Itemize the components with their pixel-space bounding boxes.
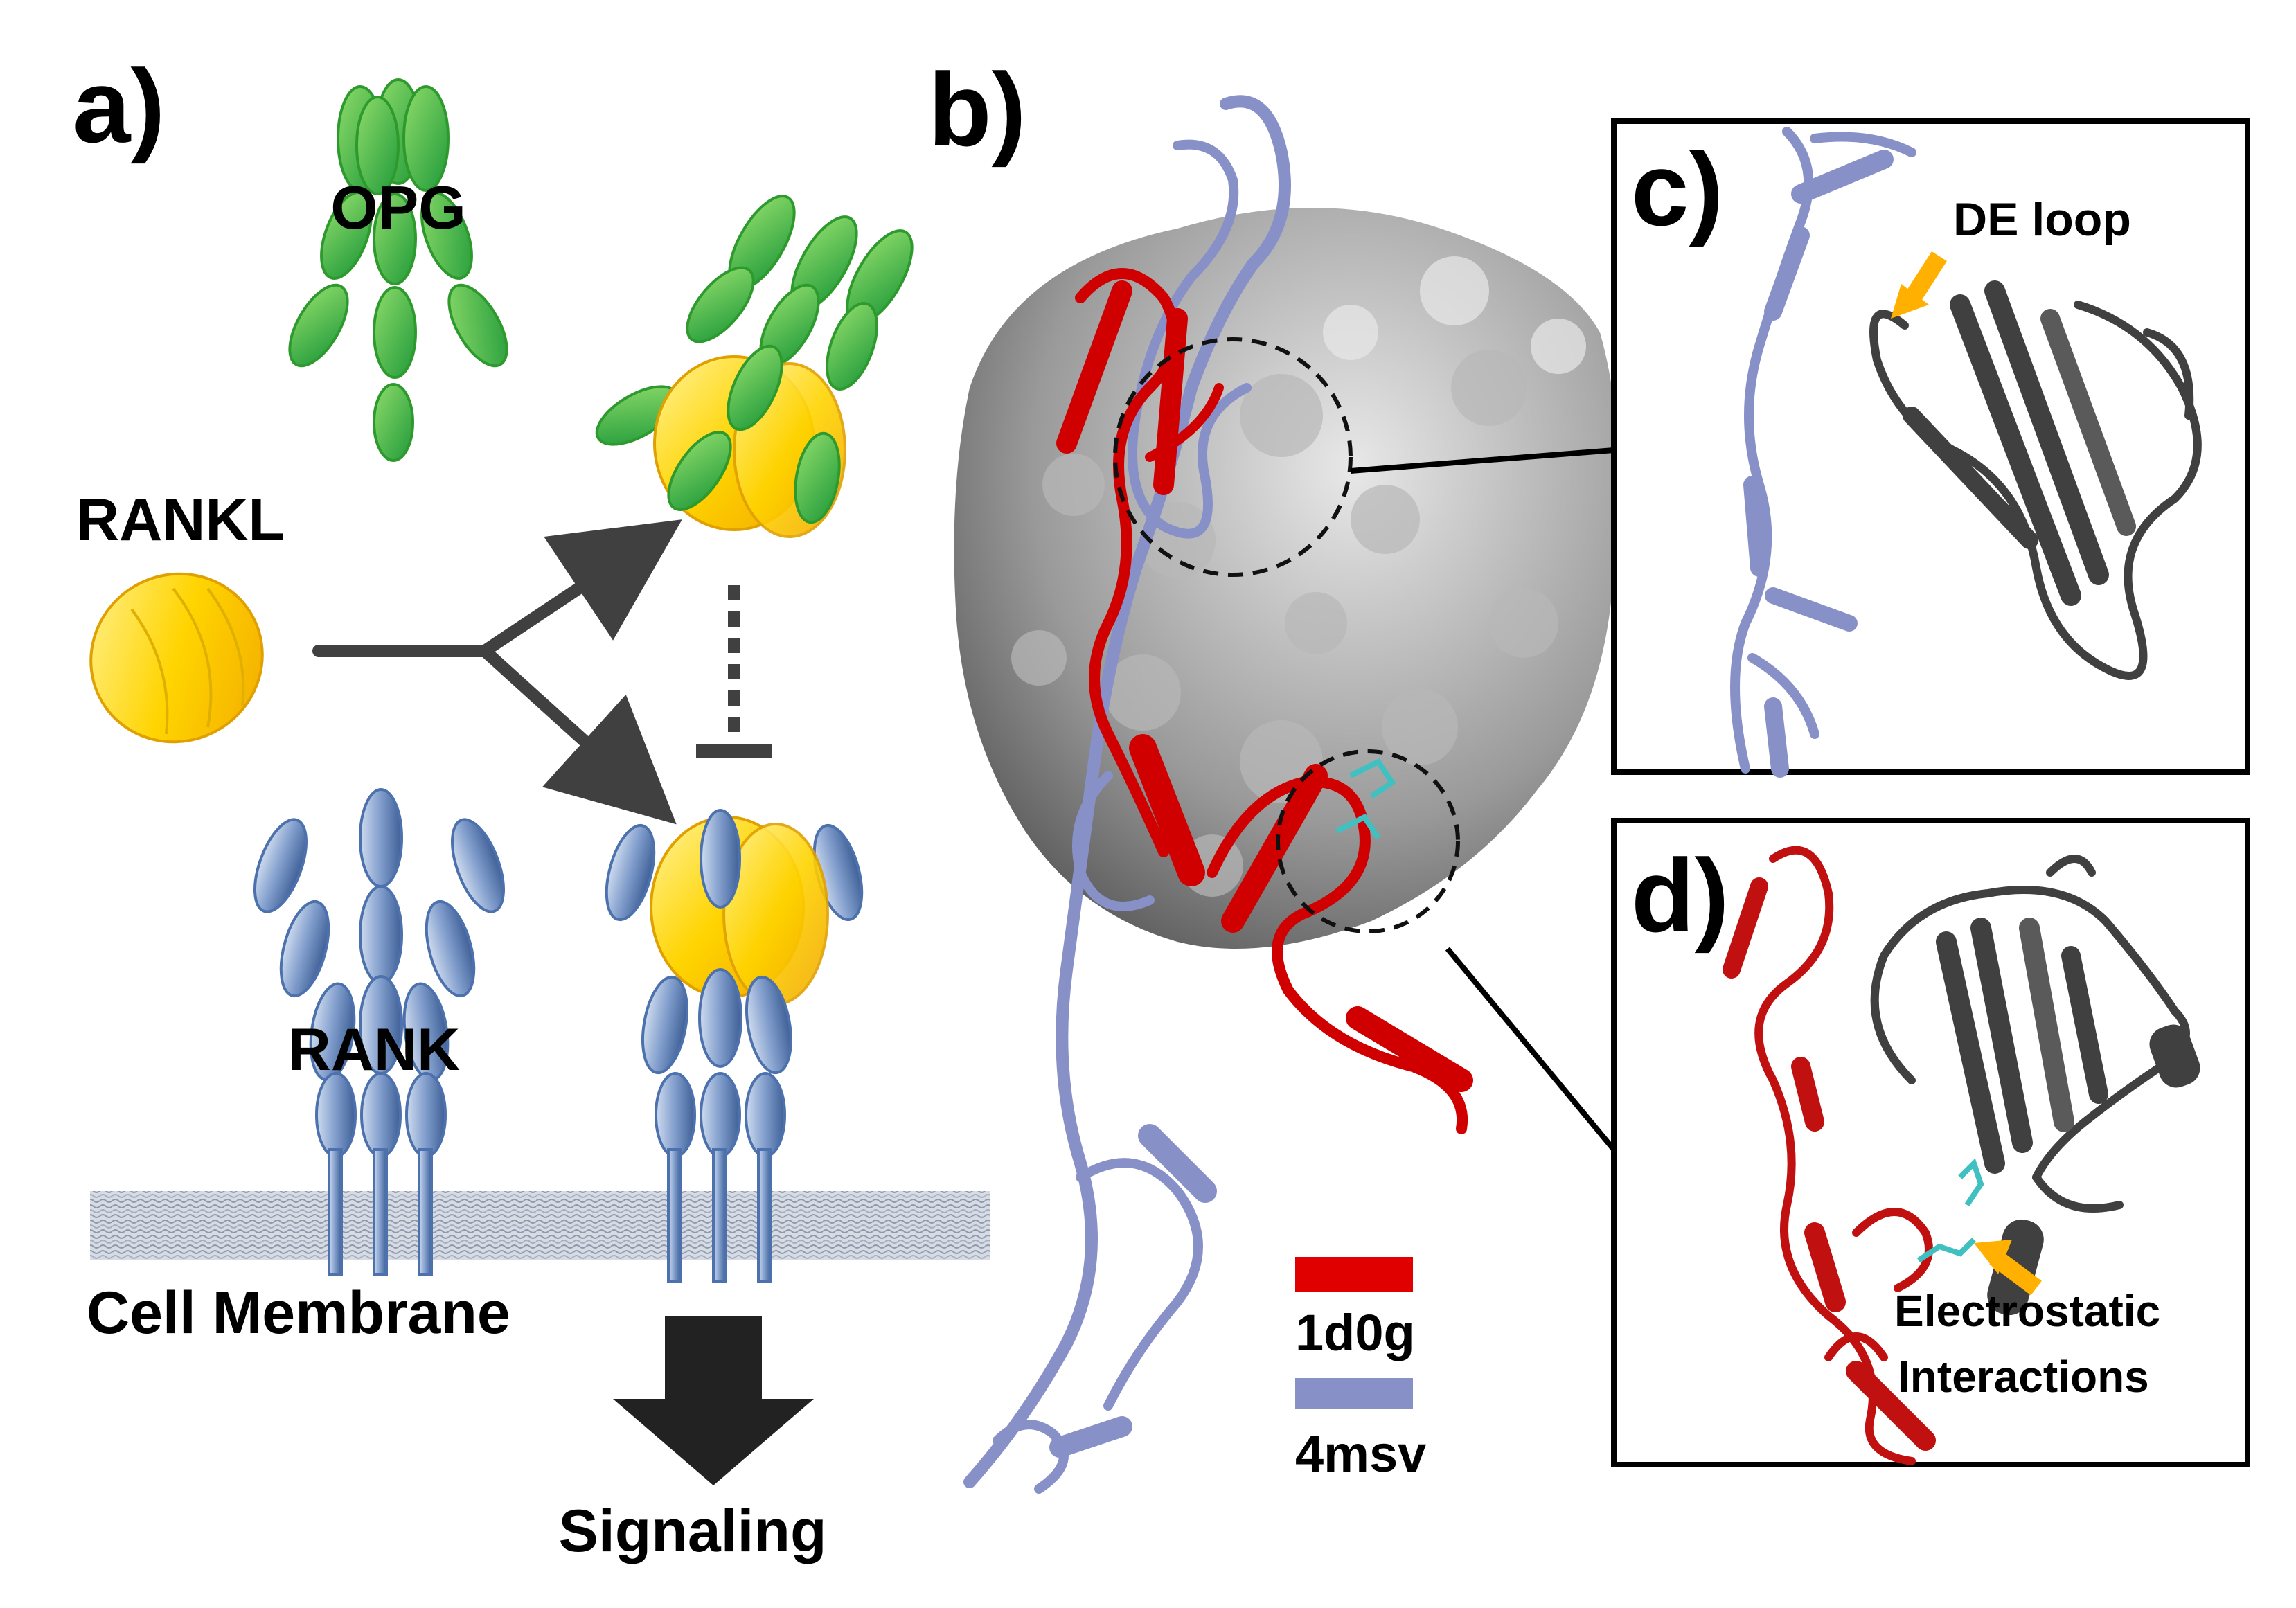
- ribbon-red-detail: [1723, 846, 1936, 1465]
- legend-swatch-1d0g: [1295, 1257, 1413, 1292]
- panel-b: b): [928, 51, 1619, 1494]
- zoom-line-d: [1445, 947, 1617, 1152]
- panel-d-frame: [1611, 818, 2250, 1467]
- cell-membrane: [90, 1191, 990, 1260]
- de-loop-arrowhead: [1891, 284, 1929, 319]
- fork-arrow: [312, 519, 682, 825]
- residue-sticks: [1335, 758, 1396, 840]
- panel-label-a: a): [73, 48, 165, 164]
- electrostatic-arrowhead: [1974, 1240, 2012, 1274]
- legend-label-4msv: 4msv: [1295, 1425, 1426, 1483]
- rankl-label: RANKL: [76, 487, 285, 553]
- opg-rankl-complex-icon: [595, 195, 914, 538]
- signaling-label: Signaling: [559, 1498, 827, 1564]
- inhibition-symbol: [696, 585, 772, 758]
- ribbon-lavender-detail: [1730, 127, 1916, 778]
- panel-label-b: b): [928, 51, 1026, 168]
- zoom-circle-lower: [1276, 749, 1460, 933]
- legend-swatch-4msv: [1295, 1378, 1413, 1409]
- electrostatic-label-line1: Electrostatic: [1894, 1286, 2160, 1336]
- panel-label-d: d): [1631, 837, 1729, 954]
- rank-receptor-icon: [253, 788, 505, 1276]
- ribbon-1d0g: [1056, 268, 1473, 1134]
- zoom-circle-upper: [1113, 337, 1353, 577]
- legend-label-1d0g: 1d0g: [1295, 1304, 1415, 1361]
- signaling-arrow: [613, 1316, 814, 1485]
- panel-label-c: c): [1631, 131, 1723, 247]
- residue-sticks-d: [1916, 1158, 1984, 1263]
- rank-label: RANK: [288, 1017, 460, 1083]
- zoom-line-c: [1350, 447, 1614, 474]
- cell-membrane-label: Cell Membrane: [87, 1280, 510, 1346]
- opg-protein-icon: [288, 78, 508, 462]
- panel-a: a) OPG RANKL: [73, 48, 990, 1564]
- panel-c: c) DE loop: [1611, 118, 2250, 778]
- de-loop-label: DE loop: [1953, 193, 2131, 246]
- rankl-protein-icon: [89, 572, 264, 744]
- panel-d: d) Electrostatic Inter: [1611, 818, 2250, 1467]
- opg-label: OPG: [330, 173, 466, 242]
- ribbon-gray-detail: [1869, 280, 2202, 680]
- electrostatic-label-line2: Interactions: [1898, 1352, 2149, 1402]
- rank-rankl-complex-icon: [605, 809, 864, 1283]
- legend: 1d0g 4msv: [1295, 1257, 1426, 1483]
